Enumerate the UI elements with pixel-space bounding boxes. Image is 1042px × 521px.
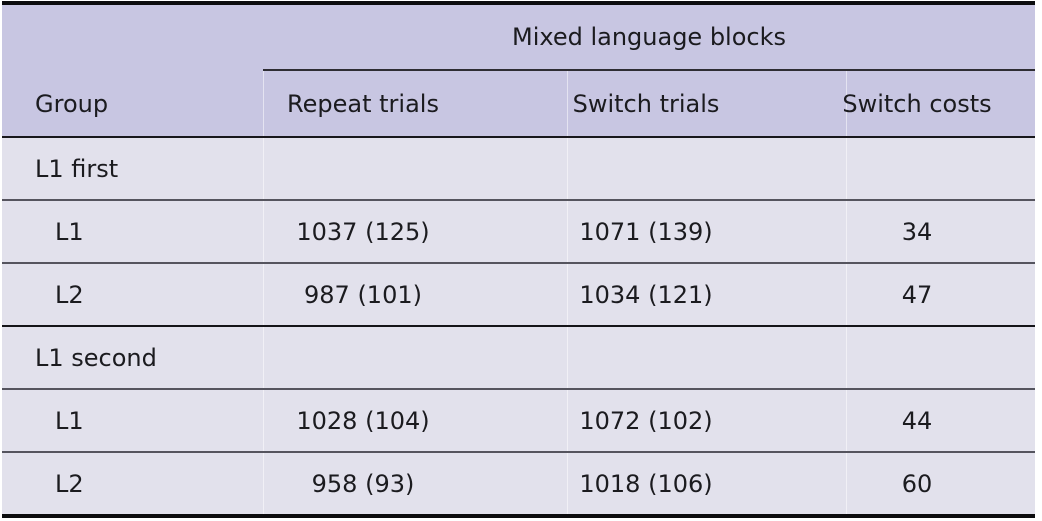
empty-cell <box>567 327 846 388</box>
switch-costs-cell: 47 <box>846 264 1035 325</box>
empty-cell <box>2 5 263 71</box>
switch-costs-cell: 44 <box>846 390 1035 451</box>
empty-cell <box>263 138 567 199</box>
table-row: L2 987 (101) 1034 (121) 47 <box>2 264 1035 325</box>
switch-trials-cell: 1071 (139) <box>567 201 846 262</box>
table-body: L1 first L1 1037 (125) 1071 (139) 34 L2 … <box>2 138 1035 514</box>
repeat-trials-cell: 958 (93) <box>263 453 567 514</box>
spanner-row: Mixed language blocks <box>2 5 1035 71</box>
spanner-cell: Mixed language blocks <box>263 5 1035 71</box>
repeat-trials-cell: 1028 (104) <box>263 390 567 451</box>
empty-cell <box>846 138 1035 199</box>
section-header-row: L1 first <box>2 138 1035 199</box>
group-cell: L2 <box>55 469 84 498</box>
section-header-row: L1 second <box>2 327 1035 388</box>
repeat-trials-cell: 987 (101) <box>263 264 567 325</box>
row-divider <box>2 262 1035 264</box>
column-header-row: Group Repeat trials Switch trials Switch… <box>2 71 1035 136</box>
group-cell: L1 <box>55 217 84 246</box>
table-header: Mixed language blocks Group Repeat trial… <box>2 5 1035 138</box>
repeat-trials-cell: 1037 (125) <box>263 201 567 262</box>
switch-trials-cell: 1072 (102) <box>567 390 846 451</box>
table-row: L1 1037 (125) 1071 (139) 34 <box>2 201 1035 262</box>
row-divider <box>2 199 1035 201</box>
table-row: L1 1028 (104) 1072 (102) 44 <box>2 390 1035 451</box>
empty-cell <box>846 327 1035 388</box>
switch-costs-cell: 60 <box>846 453 1035 514</box>
section-label: L1 first <box>35 154 119 183</box>
empty-cell <box>567 138 846 199</box>
column-header-switch-costs: Switch costs <box>842 71 1035 136</box>
column-header-repeat-trials: Repeat trials <box>263 71 567 136</box>
group-cell: L1 <box>55 406 84 435</box>
row-divider <box>2 388 1035 390</box>
row-divider <box>2 451 1035 453</box>
group-cell: L2 <box>55 280 84 309</box>
column-header-switch-trials: Switch trials <box>567 71 846 136</box>
empty-cell <box>263 327 567 388</box>
table-row: L2 958 (93) 1018 (106) 60 <box>2 453 1035 514</box>
section-divider <box>2 325 1035 327</box>
switch-trials-cell: 1034 (121) <box>567 264 846 325</box>
spanner-label: Mixed language blocks <box>511 23 787 51</box>
section-label: L1 second <box>35 343 157 372</box>
column-header-group: Group <box>35 89 109 118</box>
switch-costs-cell: 34 <box>846 201 1035 262</box>
switch-trials-cell: 1018 (106) <box>567 453 846 514</box>
